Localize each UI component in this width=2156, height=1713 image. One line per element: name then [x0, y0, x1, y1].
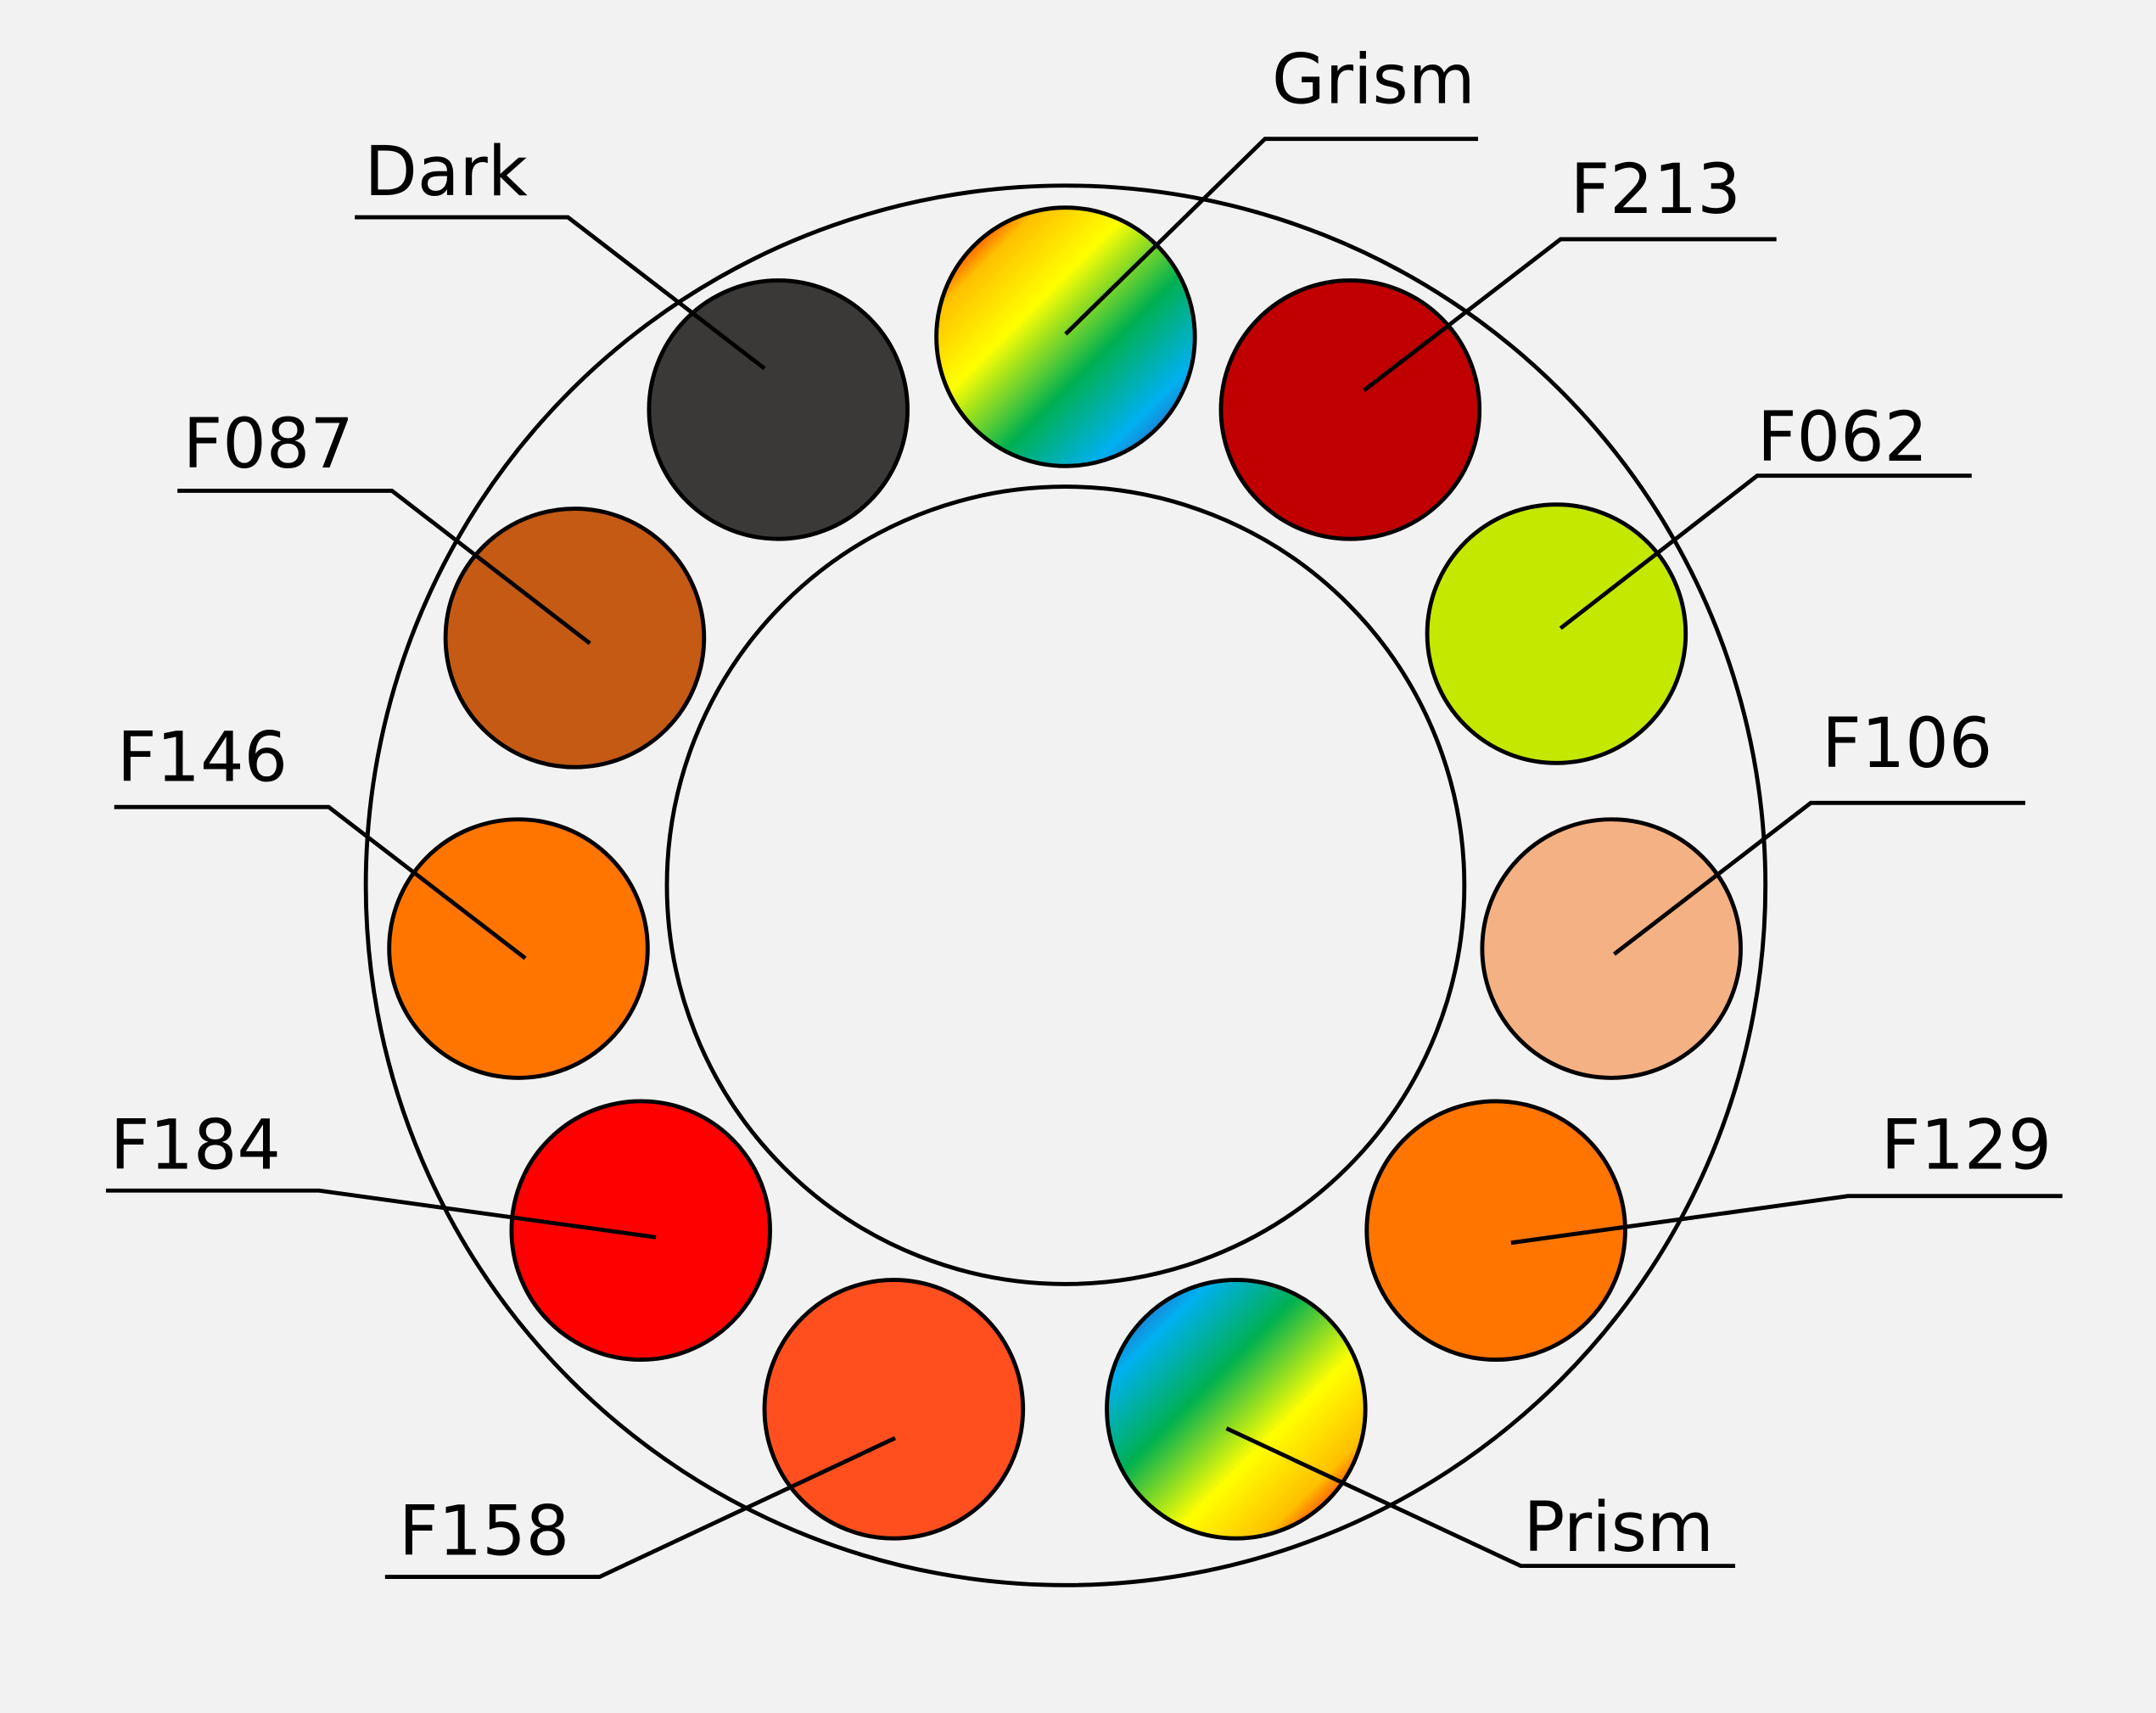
filter-dark: Dark [355, 132, 910, 541]
filter-f146: F146 [114, 718, 650, 1080]
filter-f087: F087 [177, 405, 707, 770]
filter-label: F158 [399, 1492, 569, 1572]
filter-f106: F106 [1480, 704, 2025, 1080]
filter-label: Dark [365, 132, 528, 212]
filter-label: F146 [117, 718, 288, 798]
filter-f213: F213 [1218, 150, 1777, 541]
filter-label: F129 [1881, 1106, 2052, 1185]
filter-f184: F184 [105, 1099, 772, 1362]
filter-label: Grism [1272, 41, 1476, 120]
filter-f062: F062 [1425, 398, 1972, 765]
filter-label: F106 [1822, 704, 1992, 784]
filter-label: F184 [110, 1106, 281, 1185]
filter-grism: Grism [934, 41, 1479, 468]
filter-label: F062 [1757, 398, 1928, 478]
filter-prism: Prism [1105, 1278, 1736, 1569]
filter-f158: F158 [384, 1278, 1026, 1580]
filter-label: F213 [1571, 150, 1741, 230]
filter-label: Prism [1524, 1488, 1714, 1568]
filter-f129: F129 [1364, 1099, 2063, 1362]
wheel-inner-ring [664, 484, 1467, 1286]
wheel-outer-ring [363, 183, 1768, 1587]
filter-label: F087 [183, 405, 354, 484]
